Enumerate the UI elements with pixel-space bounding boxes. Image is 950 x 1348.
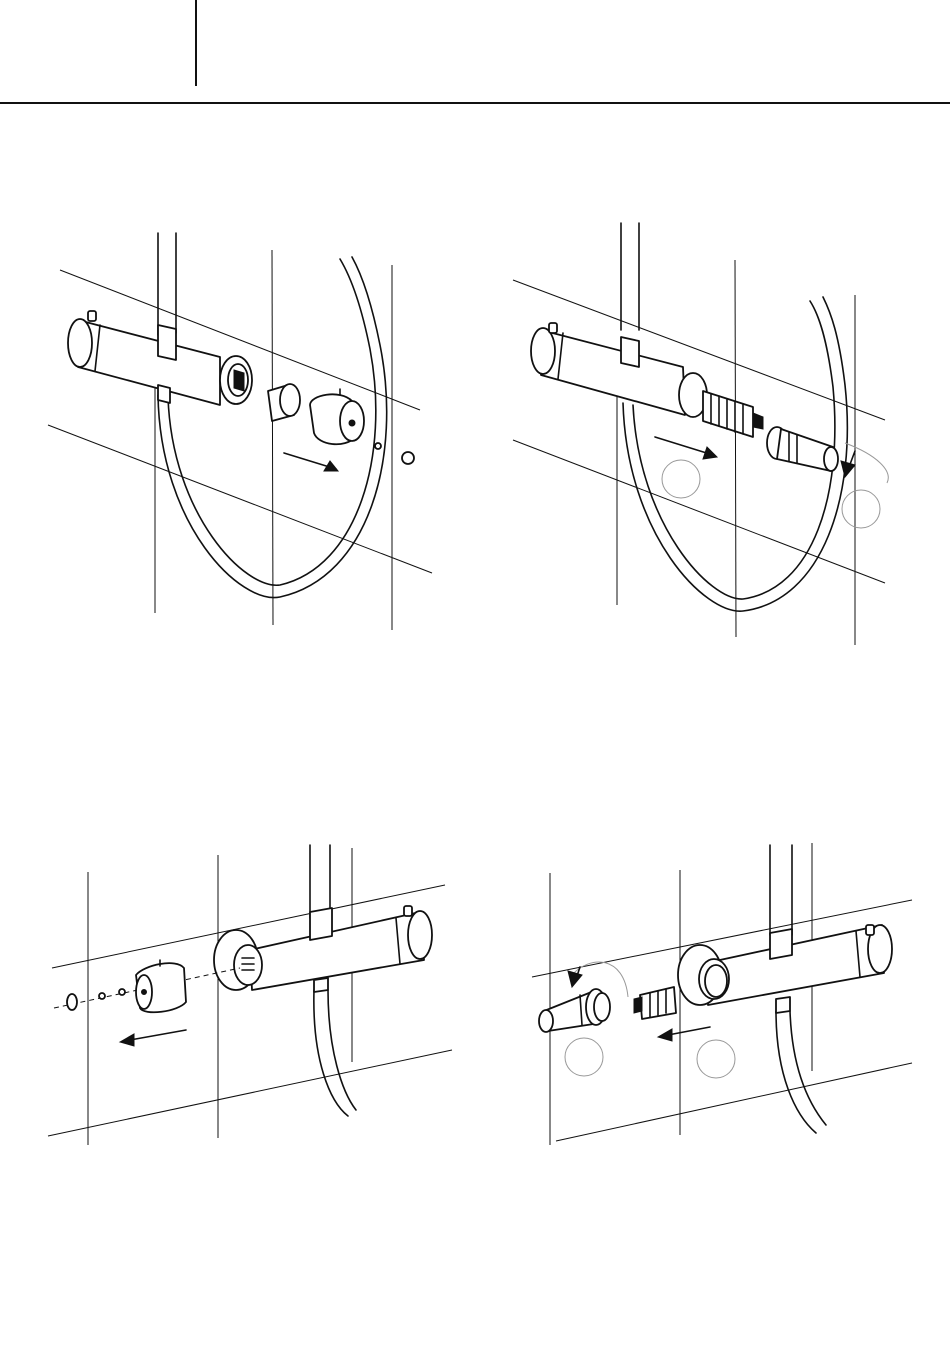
riser-pipe [158,233,176,335]
shower-hose [776,1011,826,1133]
mixer-body [68,311,252,405]
rotate-arrow-icon [841,443,888,483]
riser-pipe [621,223,639,330]
removed-parts [54,960,240,1012]
header-vertical-divider [195,0,197,86]
stop-cartridge [634,987,676,1019]
header-rule [0,102,950,104]
shower-hose [314,990,356,1116]
figure-1-illustration [40,225,440,645]
figure-2-illustration [505,215,900,650]
arrow-icon [120,1030,186,1046]
mixer-body [678,925,892,1013]
step-circle-icon [565,1038,735,1078]
arrow-icon [655,437,717,459]
arrow-icon [658,1027,710,1041]
figure-4-illustration [520,835,920,1155]
figure-unscrew-cartridge [505,215,900,650]
mixer-body [214,906,432,992]
mixer-body [531,323,707,417]
figure-remove-handle [40,225,440,645]
arrow-icon [284,453,338,471]
figure-3-illustration [40,840,460,1155]
riser-pipe [310,845,330,918]
thermostatic-cartridge [703,391,763,437]
figure-unscrew-stop-cartridge [520,835,920,1155]
page-header [0,0,950,104]
figure-remove-cold-cover [40,840,460,1155]
riser-pipe [770,845,792,935]
handle-part [767,427,838,471]
